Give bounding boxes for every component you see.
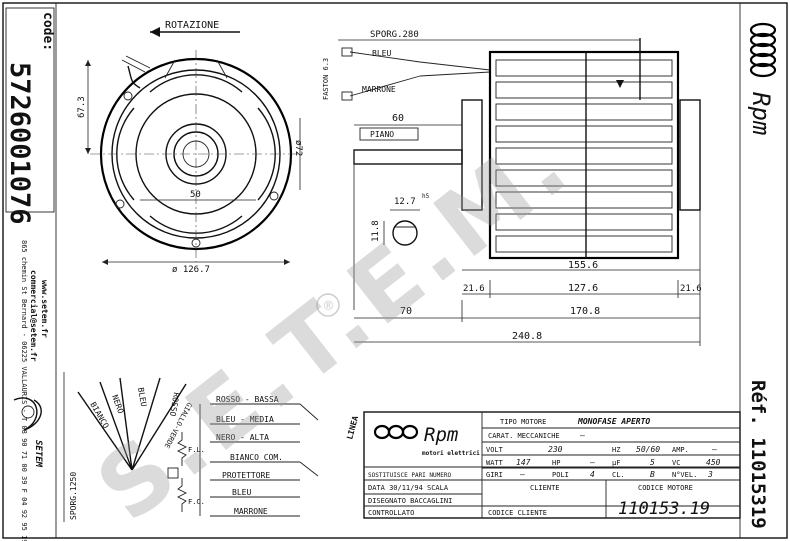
conn-nero-alta: NERO - ALTA: [216, 433, 269, 442]
tb-client-label: CLIENTE: [530, 484, 560, 492]
wiring-lead-label: SPORG.1250: [69, 472, 78, 520]
spec-cl-label: CL.: [612, 471, 625, 479]
spec-hp-value: —: [590, 458, 595, 467]
dim-shaft-d: 12.7: [394, 197, 416, 207]
spec-hz-label: HZ: [612, 446, 620, 454]
spec-uf-label: µF: [612, 459, 620, 467]
dim-front-len: 70: [400, 306, 412, 317]
spec-giri-label: GIRI: [486, 471, 503, 479]
spec-vc-label: VC: [672, 459, 680, 467]
wire-label-marrone: MARRONE: [362, 85, 396, 94]
spec-uf-value: 5: [650, 458, 655, 467]
conn-bleu: BLEU: [232, 488, 251, 497]
spec-giri-value: —: [520, 470, 525, 479]
spec-vc-value: 450: [706, 458, 721, 467]
front-view: ROTAZIONE 67.3 ø72 50 ø 126.7: [77, 20, 303, 275]
spec-volt-label: VOLT: [486, 446, 504, 454]
dim-body-len: 155.6: [568, 260, 598, 271]
dim-outer: ø 126.7: [172, 265, 210, 275]
spec-volt-value: 230: [548, 445, 563, 454]
tb-motor-code: 110153.19: [618, 499, 710, 519]
spec-hp-label: HP: [552, 459, 560, 467]
tb-left-row-1: DATA 30/11/94 SCALA: [368, 484, 449, 492]
conn-bleu-media: BLEU - MEDIA: [216, 415, 274, 424]
fc-label: F.C.: [188, 498, 205, 506]
fl-label: F.L.: [188, 446, 205, 454]
spec-hz-value: 50/60: [636, 445, 660, 454]
dim-total: 240.8: [512, 331, 542, 342]
code-box: [5, 7, 55, 213]
reference-number: Réf. 11015319: [747, 380, 769, 529]
capacitor: [167, 467, 179, 479]
dim-shaft-tol: h5: [422, 193, 430, 200]
motor-body: [488, 50, 680, 260]
setem-logo: SETEM: [13, 397, 43, 468]
dim-left-ext: 21.6: [463, 284, 485, 294]
tb-motor-code-label: CODICE MOTORE: [638, 484, 693, 492]
tb-mech-label: CARAT. MECCANICHE: [488, 432, 560, 440]
code-label: code:: [40, 12, 55, 51]
conn-bianco-com: BIANCO COM.: [230, 453, 283, 462]
company-web: www.setem.fr: [40, 280, 49, 338]
tb-motor-type-value: MONOFASE APERTO: [577, 417, 650, 426]
spec-nvel-label: N°VEL.: [672, 471, 697, 479]
tb-left-row-0: SOSTITUISCE PARI NUMERO: [368, 472, 451, 479]
side-view: SPORG.280 BLEU MARRONE FASTON 6.3 60 PIA…: [322, 30, 702, 346]
tb-left-row-3: CONTROLLATO: [368, 509, 414, 517]
tb-motor-type-label: TIPO MOTORE: [500, 418, 546, 426]
spec-poli-value: 4: [590, 470, 595, 479]
dim-height: 67.3: [77, 96, 87, 118]
spec-poli-label: POLI: [552, 471, 569, 479]
conn-protettore: PROTETTORE: [222, 471, 270, 480]
fan-wire-bianco: BIANCO: [88, 401, 110, 431]
rotation-label: ROTAZIONE: [165, 20, 219, 31]
tb-left-row-2: DISEGNATO BACCAGLINI: [368, 497, 452, 505]
watermark-text: S.E.T.E.M.: [78, 109, 591, 541]
rpm-subtitle: motori elettrici: [422, 450, 480, 457]
spec-amp-label: AMP.: [672, 446, 689, 454]
wire-label-bleu: BLEU: [372, 49, 391, 58]
shaft-section: [392, 220, 418, 246]
lead-length-label: SPORG.280: [370, 30, 419, 40]
dim-diameter: ø72: [293, 140, 303, 156]
dim-shaft-len: 60: [392, 113, 404, 124]
conn-rosso-bassa: ROSSO - BASSA: [216, 395, 279, 404]
company-address: 865 chemin St Bernard - 06225 VALLAURIS …: [20, 240, 28, 541]
shaft: [353, 149, 463, 165]
dim-bolt: 50: [190, 190, 201, 200]
company-email: commercial@setem.fr: [29, 270, 39, 362]
right-sidebar: Rpm Réf. 11015319: [739, 3, 777, 538]
tb-client-code-label: CODICE CLIENTE: [488, 509, 547, 517]
fan-wire-rosso: ROSSO: [168, 392, 181, 417]
dim-shaft-label: PIANO: [370, 130, 394, 139]
line-label: LINEA: [345, 415, 360, 441]
rpm-coil-logo: [749, 22, 777, 78]
faston-label: FASTON 6.3: [322, 58, 330, 100]
dim-flat: 11.8: [371, 220, 381, 242]
spec-nvel-value: 3: [707, 470, 713, 479]
stator-laminations: [495, 59, 673, 253]
dim-stator: 127.6: [568, 283, 598, 294]
tb-mech-value: —: [580, 431, 585, 440]
spec-amp-value: —: [712, 445, 717, 454]
setem-watermark: S.E.T.E.M.: [78, 109, 591, 541]
spec-watt-value: 147: [516, 458, 531, 467]
rpm-brand-vertical: Rpm: [747, 92, 775, 135]
left-sidebar: code: 5726001076 865 chemin St Bernard -…: [4, 3, 57, 541]
watermark-registered: ®: [322, 299, 335, 314]
spec-watt-label: WATT: [486, 459, 504, 467]
winding-fl: [176, 432, 188, 466]
winding-fc: [176, 478, 188, 512]
code-number: 5726001076: [4, 62, 35, 225]
rpm-brand-title: Rpm: [424, 424, 458, 446]
fan-wire-bleu: BLEU: [136, 387, 148, 408]
spec-cl-value: B: [650, 470, 655, 479]
conn-marrone: MARRONE: [234, 507, 268, 516]
title-block: Rpm motori elettrici SOSTITUISCE PARI NU…: [363, 411, 741, 519]
dim-total-body: 170.8: [570, 306, 600, 317]
setem-logo-text: SETEM: [33, 440, 43, 468]
dim-right-ext: 21.6: [680, 284, 702, 294]
